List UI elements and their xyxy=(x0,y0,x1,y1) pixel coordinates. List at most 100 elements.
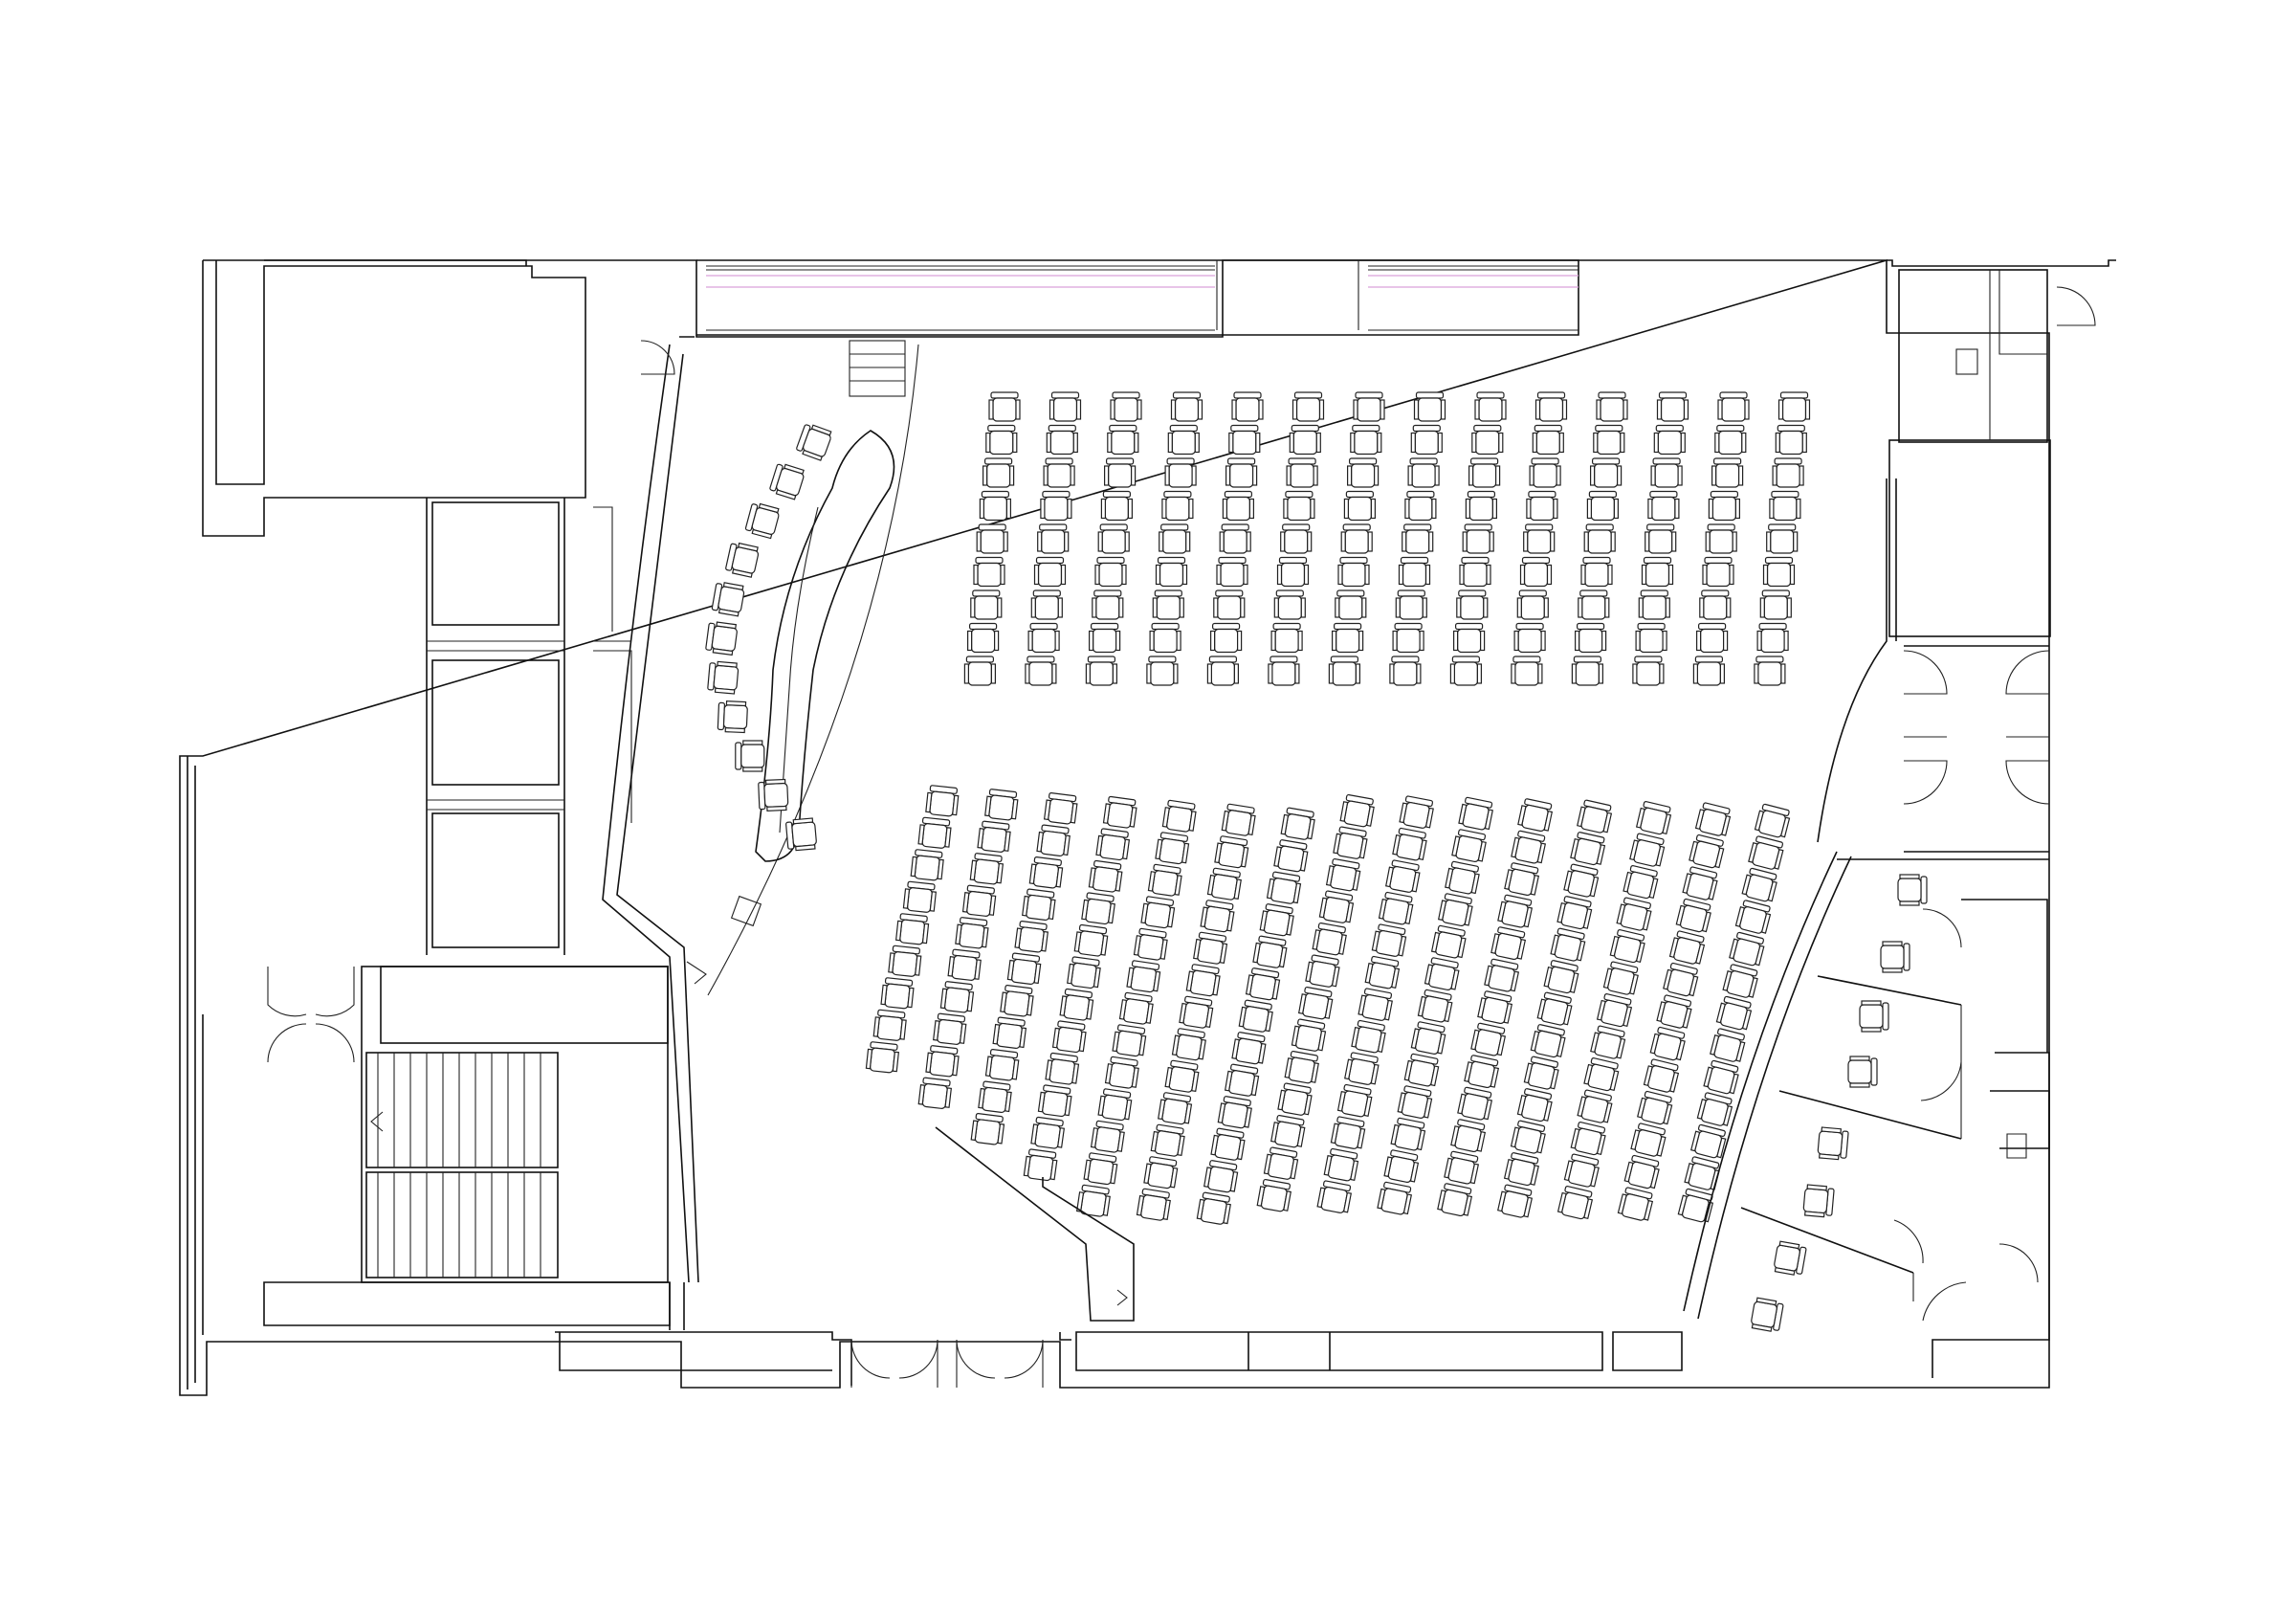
seat xyxy=(1462,523,1494,554)
seat xyxy=(1259,903,1294,937)
seat xyxy=(1762,556,1796,588)
aisle-wall xyxy=(935,1126,1135,1322)
seat xyxy=(1523,523,1556,554)
seat xyxy=(1563,863,1600,898)
seat xyxy=(1037,1084,1072,1118)
seat xyxy=(1510,1120,1546,1154)
seat xyxy=(880,977,915,1010)
seat xyxy=(1769,490,1801,522)
seat xyxy=(1097,523,1130,554)
seat xyxy=(902,880,938,913)
seat xyxy=(1632,656,1665,686)
seat xyxy=(1336,1083,1373,1118)
seat xyxy=(1028,856,1064,889)
seat xyxy=(925,1045,960,1078)
seat xyxy=(1228,424,1261,456)
exterior-walls xyxy=(179,258,2116,1396)
seat xyxy=(1027,622,1060,654)
seat xyxy=(1675,898,1711,933)
seat xyxy=(1570,832,1606,866)
seat xyxy=(1650,457,1683,488)
seat xyxy=(1583,523,1616,554)
seat xyxy=(1629,833,1666,867)
seat xyxy=(1617,1187,1654,1221)
seat xyxy=(1708,490,1741,522)
seat xyxy=(1088,859,1123,893)
seat xyxy=(1270,622,1303,654)
seat xyxy=(888,945,922,977)
seat xyxy=(1292,391,1325,422)
side-corridor-doors[interactable] xyxy=(1888,439,2051,853)
seat xyxy=(1206,656,1240,686)
seat xyxy=(1593,424,1625,456)
seat xyxy=(1456,589,1489,620)
seat xyxy=(1635,801,1672,835)
booth-chair xyxy=(1880,941,1910,973)
seat xyxy=(1484,958,1520,992)
seat xyxy=(1217,1096,1252,1129)
stage-steps xyxy=(640,340,906,397)
seat xyxy=(1637,1090,1673,1125)
seat xyxy=(1395,589,1427,620)
seat xyxy=(1033,556,1067,588)
seat xyxy=(1280,807,1315,840)
seat xyxy=(973,556,1005,588)
window-band xyxy=(696,259,1579,336)
seat xyxy=(977,820,1011,853)
seat xyxy=(1147,863,1182,897)
seat xyxy=(1389,656,1422,686)
seat xyxy=(925,785,960,817)
seat xyxy=(1325,857,1361,892)
seat xyxy=(1170,391,1203,422)
seat xyxy=(1578,589,1610,620)
corridor-double-door[interactable] xyxy=(267,967,355,1063)
seat xyxy=(1596,993,1633,1028)
seat xyxy=(1102,795,1137,829)
seat xyxy=(1556,1186,1594,1220)
seat xyxy=(1346,457,1380,488)
seat xyxy=(1705,523,1737,554)
seat xyxy=(947,948,982,981)
seat xyxy=(1335,589,1367,620)
seat xyxy=(1112,1024,1147,1057)
seat xyxy=(1504,862,1540,897)
seat xyxy=(1722,964,1758,998)
seat xyxy=(970,589,1003,620)
seat xyxy=(1689,834,1725,869)
seat xyxy=(1284,1050,1319,1084)
seat xyxy=(894,913,930,945)
seat xyxy=(1653,424,1686,456)
seat xyxy=(1049,391,1082,422)
seat xyxy=(1030,1116,1066,1149)
seat xyxy=(988,391,1021,422)
seat xyxy=(1729,931,1765,967)
seat xyxy=(978,1080,1012,1114)
seat xyxy=(1225,457,1258,488)
booth-chair xyxy=(1802,1184,1835,1218)
seat xyxy=(1006,952,1042,986)
seat xyxy=(1645,523,1677,554)
seat xyxy=(1238,999,1273,1033)
service-rooms xyxy=(426,498,632,955)
seat xyxy=(1073,923,1109,957)
entrance-doors[interactable] xyxy=(850,1339,1044,1388)
seat xyxy=(1623,865,1659,900)
seat xyxy=(1231,391,1264,422)
seat xyxy=(1711,457,1744,488)
seat xyxy=(1277,1082,1313,1116)
seat xyxy=(1040,490,1072,522)
seat xyxy=(1577,799,1613,834)
seat xyxy=(1717,391,1750,422)
seat xyxy=(1586,490,1620,522)
seat xyxy=(1358,988,1393,1021)
seat xyxy=(963,656,997,686)
seat xyxy=(1100,490,1134,522)
seat xyxy=(1649,1026,1686,1061)
seat xyxy=(966,622,1000,654)
seat xyxy=(1133,927,1168,961)
seat xyxy=(1224,1063,1260,1097)
seat xyxy=(1759,589,1792,620)
seat xyxy=(1399,795,1434,829)
seat xyxy=(1155,556,1188,588)
seat xyxy=(1256,1178,1292,1212)
